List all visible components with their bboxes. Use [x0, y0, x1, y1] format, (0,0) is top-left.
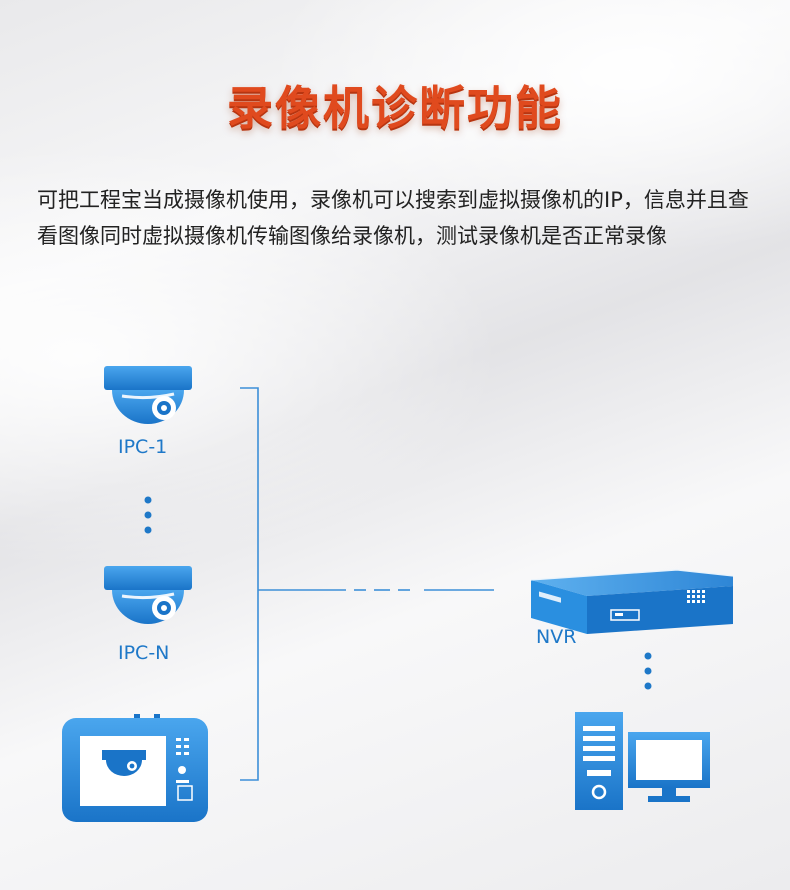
pc-tower-icon	[575, 712, 623, 810]
nvr-icon	[531, 570, 733, 634]
ipc-1-label: IPC-1	[118, 436, 167, 458]
connection-lines	[240, 388, 494, 780]
tester-device-icon	[62, 714, 208, 822]
ellipsis-dots	[145, 497, 152, 534]
dome-camera-icon	[104, 566, 192, 624]
dome-camera-icon	[104, 366, 192, 424]
nvr-label: NVR	[536, 626, 576, 648]
monitor-icon	[628, 732, 710, 802]
ellipsis-dots	[645, 653, 652, 690]
ipc-n-label: IPC-N	[118, 642, 169, 664]
